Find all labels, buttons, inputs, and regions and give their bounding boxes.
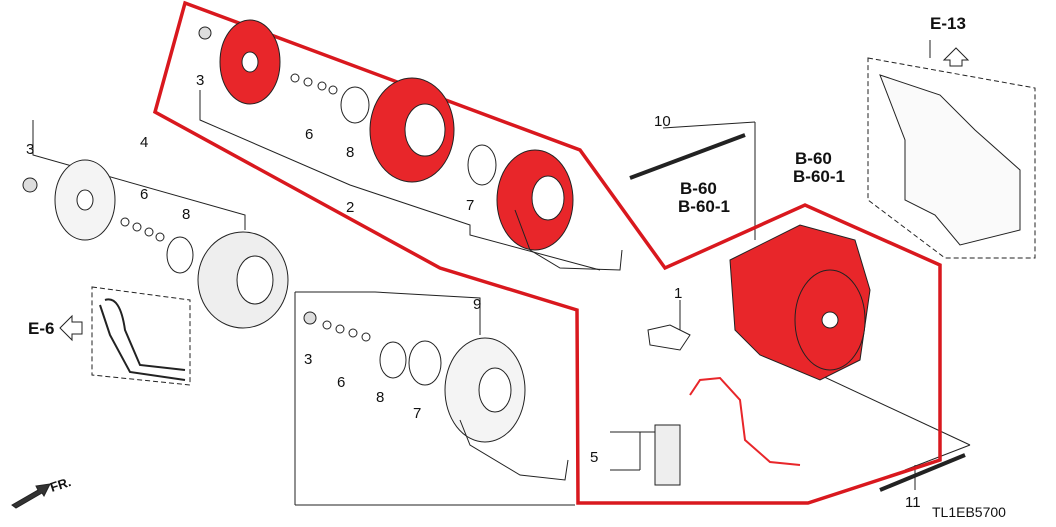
ref-e6[interactable]: E-6: [28, 319, 55, 338]
callout-7: 7: [466, 197, 475, 214]
callout-5: 5: [590, 449, 599, 466]
ref-b60-1-right[interactable]: B-60-1: [793, 167, 845, 186]
ref-b60-right[interactable]: B-60: [795, 149, 832, 168]
arrow-fr: [11, 483, 51, 509]
arrow-e6: [59, 314, 83, 342]
callout-9: 9: [473, 296, 482, 313]
bolt-11: [879, 453, 966, 492]
diagram-code: TL1EB5700: [932, 504, 1006, 520]
callout-8: 8: [376, 389, 385, 406]
callout-11: 11: [905, 494, 921, 511]
callout-1: 1: [674, 285, 683, 302]
leader-mid-assembly: [295, 291, 481, 335]
drive-belt: [99, 298, 186, 381]
leader-top-assembly: [199, 90, 601, 271]
callout-8: 8: [182, 206, 191, 223]
callout-8: 8: [346, 144, 355, 161]
bolt-10: [629, 133, 746, 180]
callout-3: 3: [26, 141, 35, 158]
ref-b60-left[interactable]: B-60: [680, 179, 717, 198]
callout-6: 6: [140, 186, 149, 203]
callout-4: 4: [140, 134, 149, 151]
callout-6: 6: [305, 126, 314, 143]
callout-3: 3: [304, 351, 313, 368]
ref-b60-1-left[interactable]: B-60-1: [678, 197, 730, 216]
bracket-box: [867, 57, 1036, 259]
callout-3: 3: [196, 72, 205, 89]
arrow-e13: [942, 47, 970, 67]
ref-e13[interactable]: E-13: [930, 14, 966, 33]
highlight-outline: [152, 0, 942, 505]
callout-6: 6: [337, 374, 346, 391]
compressor-bracket: [879, 74, 1021, 246]
callout-2: 2: [346, 199, 355, 216]
belt-box: [91, 286, 191, 386]
callout-7: 7: [413, 405, 422, 422]
leader-left-assembly: [32, 120, 246, 230]
callout-10: 10: [654, 113, 671, 130]
